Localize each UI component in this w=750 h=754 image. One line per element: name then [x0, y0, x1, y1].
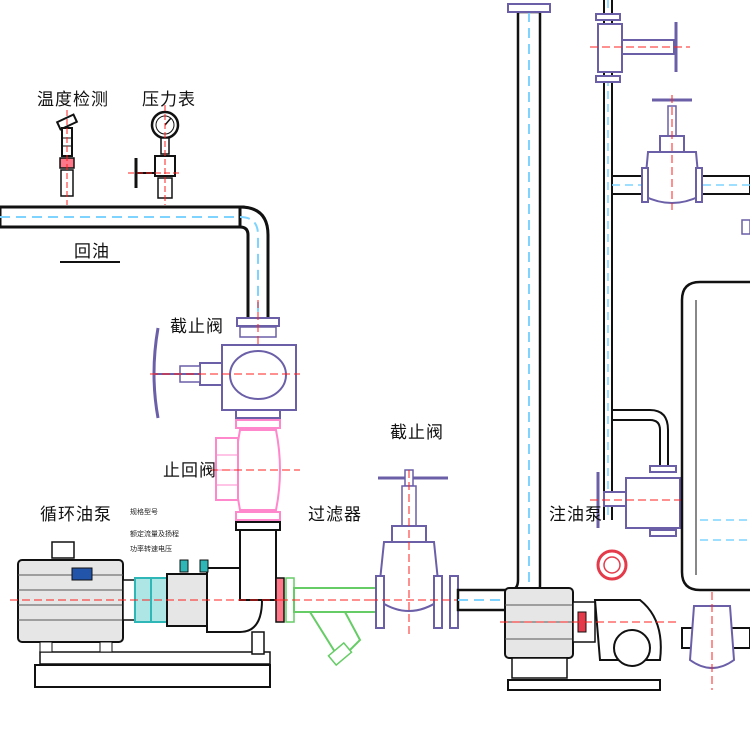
discharge-pipe	[456, 3, 551, 614]
stop-valve-middle-label: 截止阀	[390, 423, 444, 443]
right-piping	[590, 0, 750, 690]
temp-sensor-label: 温度检测	[37, 90, 109, 110]
check-valve	[210, 419, 300, 521]
filter-label: 过滤器	[308, 505, 362, 525]
pump-note-2: 额定流量及扬程	[130, 530, 179, 538]
return-oil-pipe	[0, 205, 270, 322]
oil-tank	[680, 219, 750, 592]
circulation-pump-label: 循环油泵	[40, 505, 112, 525]
thermometer-icon	[55, 110, 79, 205]
circulation-pump	[10, 521, 300, 688]
pump-note-3: 功率转速电压	[130, 545, 172, 553]
stop-valve-middle	[370, 469, 470, 635]
pressure-gauge-icon	[128, 105, 182, 205]
fill-pump-label: 注油泵	[549, 505, 603, 525]
filter	[280, 577, 380, 667]
stop-valve-upper	[150, 327, 300, 419]
return-oil-label: 回油	[74, 242, 110, 262]
stop-valve-upper-label: 截止阀	[170, 317, 224, 337]
fill-pump-base	[500, 549, 680, 691]
pressure-gauge-label: 压力表	[142, 90, 196, 110]
motor-icon	[17, 541, 124, 653]
check-valve-label: 止回阀	[163, 461, 217, 481]
pump-note-1: 规格型号	[130, 508, 158, 516]
coupling	[134, 577, 168, 623]
